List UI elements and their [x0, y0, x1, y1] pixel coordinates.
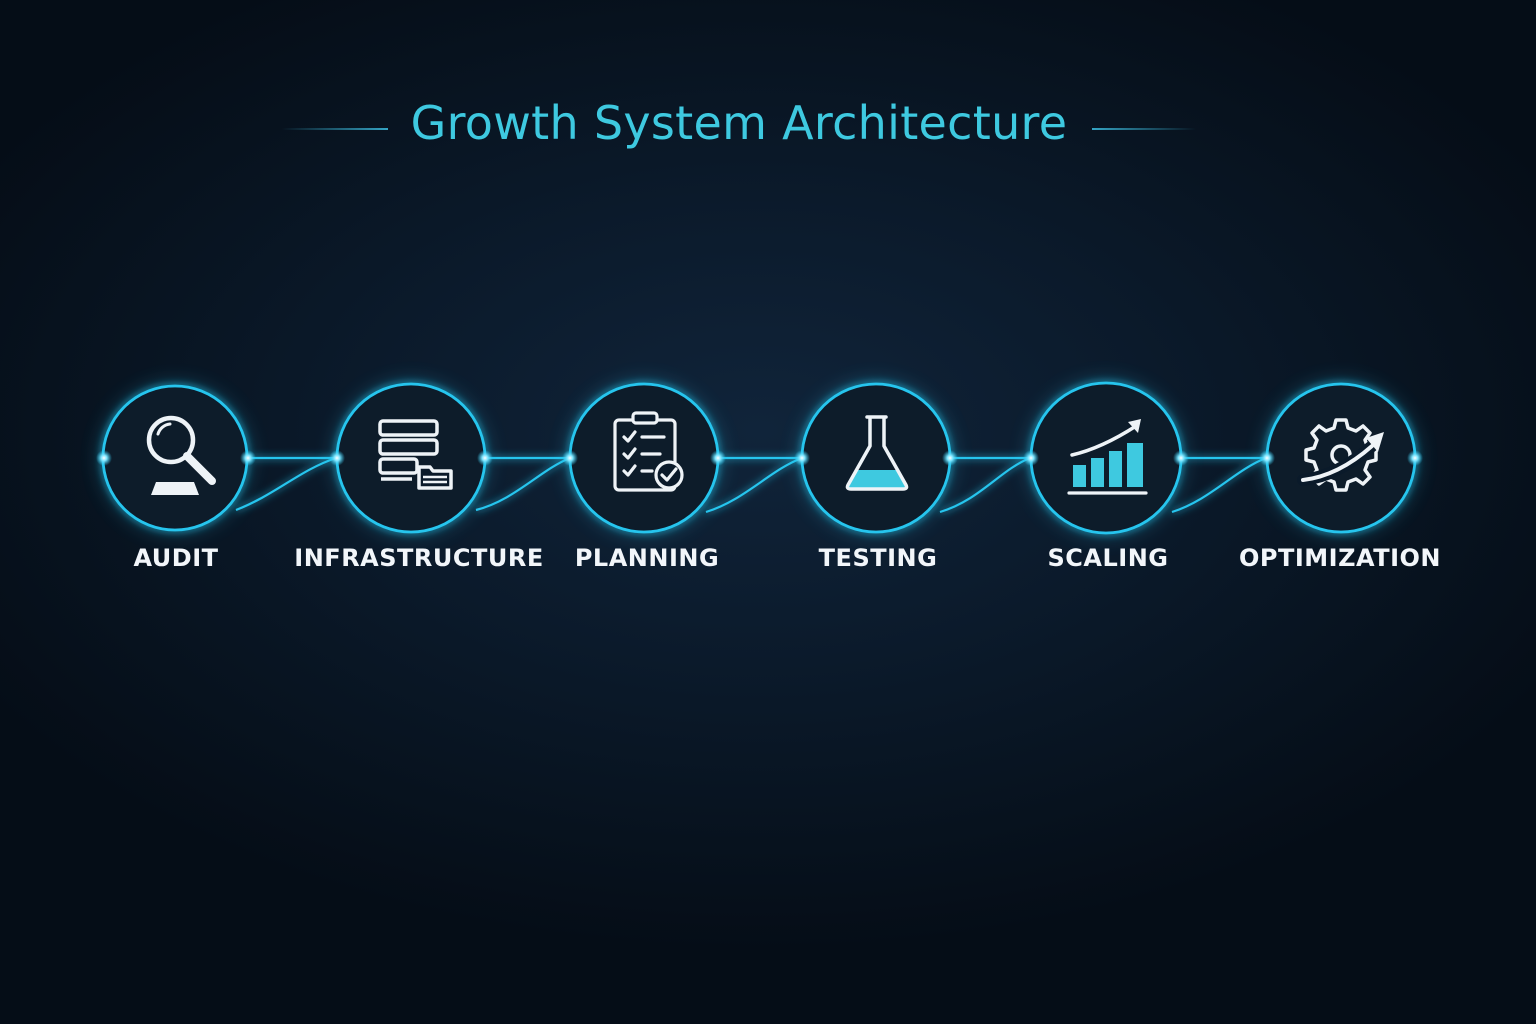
title-divider-right: [1092, 128, 1196, 130]
stage-label-infrastructure: INFRASTRUCTURE: [294, 544, 544, 572]
stage-1-circle: [101, 384, 249, 532]
stage-4-circle: [800, 382, 952, 534]
junction-dot: [562, 450, 578, 466]
junction-dot: [1259, 450, 1275, 466]
junction-dot: [1023, 450, 1039, 466]
junction-dot: [240, 450, 256, 466]
stage-label-planning: PLANNING: [574, 544, 720, 572]
stage-label-scaling: SCALING: [1047, 544, 1169, 572]
connector-4-curve: [939, 456, 1031, 514]
magnifier-icon: [146, 415, 216, 495]
junction-dot: [710, 450, 726, 466]
stage-label-audit: AUDIT: [133, 544, 219, 572]
flask-icon: [845, 415, 909, 491]
stage-6-circle: [1265, 382, 1417, 534]
junction-dot: [1173, 450, 1189, 466]
junction-dots: [96, 450, 1423, 466]
junction-dot: [1407, 450, 1423, 466]
junction-dot: [329, 450, 345, 466]
page-title: Growth System Architecture: [410, 96, 1068, 150]
stage-label-testing: TESTING: [818, 544, 938, 572]
junction-dot: [96, 450, 112, 466]
gear-arrow-icon: [1297, 418, 1384, 492]
stage-3-circle: [568, 382, 720, 534]
junction-dot: [794, 450, 810, 466]
growth-chart-icon: [1067, 419, 1148, 495]
connector-3-curve: [705, 456, 803, 514]
connectors: [235, 456, 1267, 514]
server-stack-icon: [378, 419, 453, 490]
stage-label-optimization: OPTIMIZATION: [1238, 544, 1441, 572]
connector-2-curve: [475, 456, 571, 512]
junction-dot: [477, 450, 493, 466]
connector-1-curve: [235, 456, 337, 512]
junction-dot: [942, 450, 958, 466]
clipboard-checklist-icon: [613, 411, 684, 492]
title-divider-left: [282, 128, 388, 130]
connector-5-curve: [1171, 456, 1267, 514]
stage-5-circle: [1029, 381, 1183, 535]
